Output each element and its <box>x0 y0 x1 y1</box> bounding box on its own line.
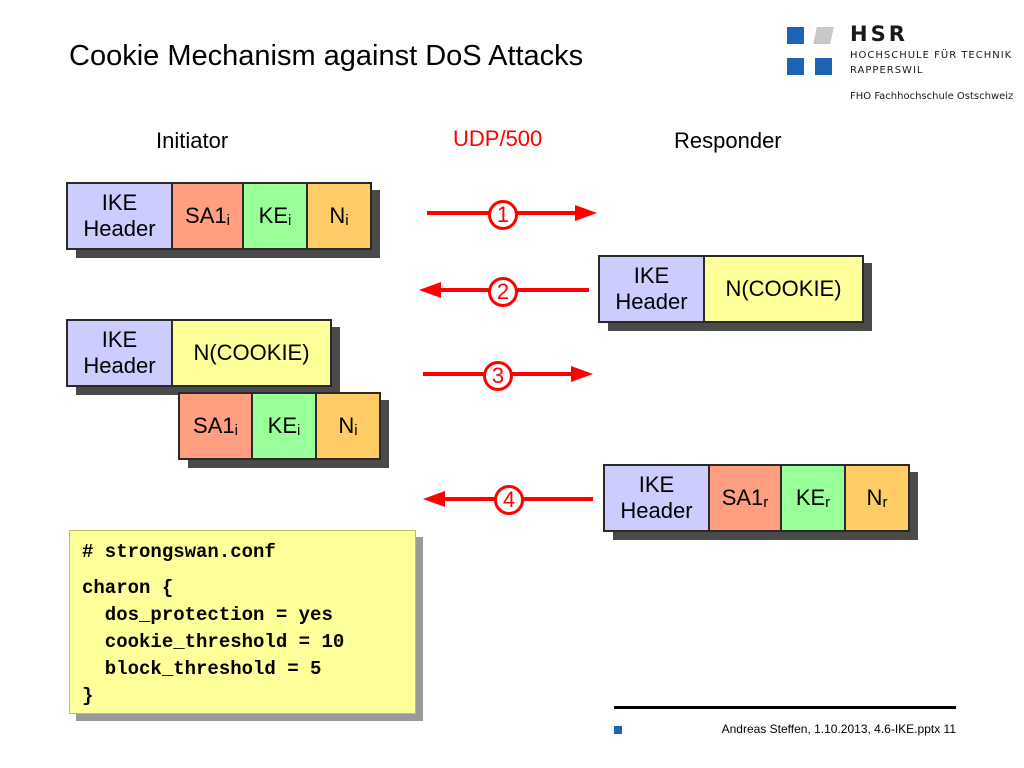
logo-square-icon <box>815 58 832 75</box>
cookie-cell: N(COOKIE) <box>703 255 864 323</box>
logo-square-icon <box>787 58 804 75</box>
initiator-label: Initiator <box>156 128 229 153</box>
config-line: } <box>82 685 94 707</box>
responder-label: Responder <box>674 128 782 153</box>
logo-line3: FHO Fachhochschule Ostschweiz <box>850 91 1014 102</box>
protocol-label: UDP/500 <box>453 126 543 151</box>
slide-title: Cookie Mechanism against DoS Attacks <box>69 40 584 72</box>
config-line: block_threshold = 5 <box>82 658 322 680</box>
logo-name: HSR <box>850 22 908 46</box>
config-box: # strongswan.conf charon { dos_protectio… <box>69 530 416 714</box>
cookie-cell: N(COOKIE) <box>171 319 332 387</box>
config-line: charon { <box>82 577 174 599</box>
logo-line2: RAPPERSWIL <box>850 65 924 76</box>
config-line: cookie_threshold = 10 <box>82 631 345 653</box>
footer-divider <box>614 706 956 709</box>
config-line: # strongswan.conf <box>82 541 276 563</box>
step-2-badge: 2 <box>488 277 518 307</box>
footer-text: Andreas Steffen, 1.10.2013, 4.6-IKE.pptx… <box>721 722 956 736</box>
step-1-badge: 1 <box>488 200 518 230</box>
step-4-badge: 4 <box>494 485 524 515</box>
logo-line1: HOCHSCHULE FÜR TECHNIK <box>850 50 1013 61</box>
footer-bullet-icon <box>614 726 622 734</box>
config-line: dos_protection = yes <box>82 604 333 626</box>
logo-square-icon <box>787 27 804 44</box>
step-3-badge: 3 <box>483 361 513 391</box>
logo-square-icon <box>813 27 834 44</box>
